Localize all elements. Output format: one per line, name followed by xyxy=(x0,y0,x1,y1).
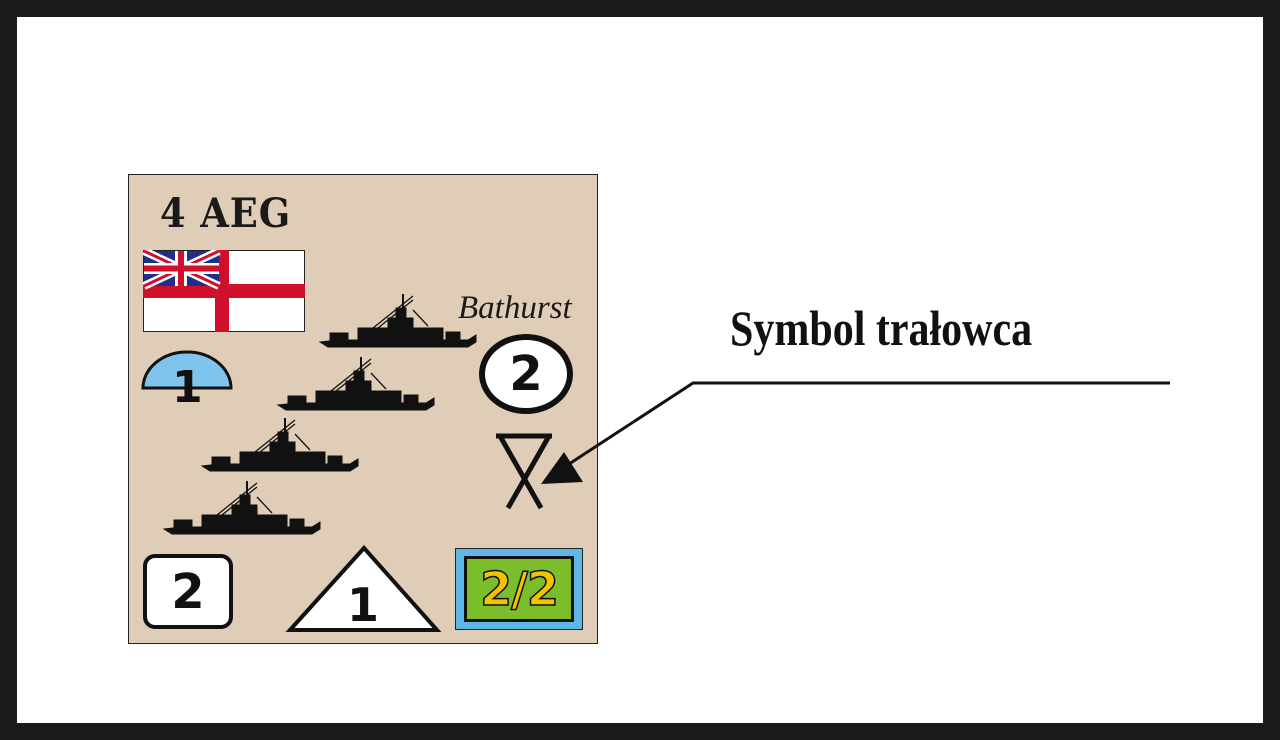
annotation-label: Symbol trałowca xyxy=(730,300,1033,356)
circle-value: 2 xyxy=(479,334,573,414)
attack-value-inner: 2/2 xyxy=(464,556,574,622)
ship-class-label: Bathurst xyxy=(458,290,572,326)
unit-title: 4 AEG xyxy=(160,190,292,237)
attack-value-box: 2/2 xyxy=(455,548,583,630)
semicircle-value: 1 xyxy=(172,362,203,413)
minesweeper-ship-icon xyxy=(276,357,435,411)
box-value: 2 xyxy=(143,554,233,629)
minesweeper-ship-icon xyxy=(162,481,321,535)
white-ensign-flag-icon xyxy=(143,250,305,332)
triangle-value: 1 xyxy=(346,578,379,632)
minesweeper-ship-icon xyxy=(200,418,359,472)
minesweeper-ship-icon xyxy=(318,294,477,348)
attack-value: 2/2 xyxy=(479,561,559,617)
